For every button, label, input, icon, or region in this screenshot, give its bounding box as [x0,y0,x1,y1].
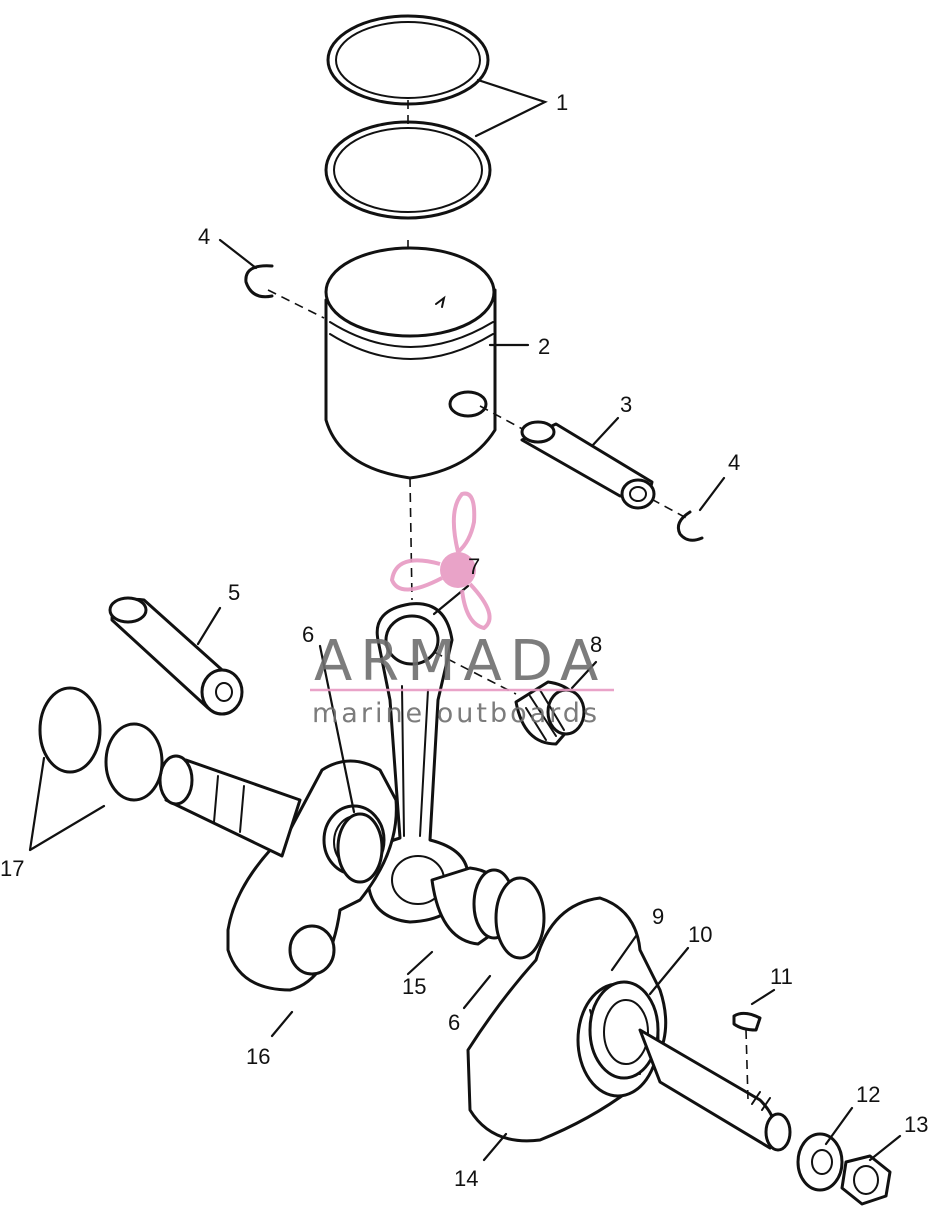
callout-15: 15 [402,974,426,999]
callout-17: 17 [0,856,24,881]
callout-6-upper: 6 [302,622,314,647]
centerline-pin-left [267,289,325,319]
armada-logo: ARMADA marine outboards [310,491,614,729]
centerline-bearing [433,651,517,695]
callout-9: 9 [652,904,664,929]
centerline-key [745,1029,749,1101]
piston-ring-upper [326,14,490,106]
piston-pin [520,420,656,510]
callout-4-right: 4 [728,450,740,475]
callout-1: 1 [556,90,568,115]
piston-ring-lower [324,120,492,220]
callout-13: 13 [904,1112,928,1137]
circlip-left [244,264,274,299]
seal-ring-outer [38,686,102,774]
callout-11: 11 [770,964,793,989]
centerline-rod [409,477,413,601]
callout-7: 7 [468,554,480,579]
callout-labels: 1 2 3 4 4 5 6 7 8 6 9 10 11 12 13 14 15 … [0,90,928,1191]
callout-3: 3 [620,392,632,417]
thrust-washer-upper [336,812,384,884]
hex-nut [840,1154,892,1206]
taper-shaft [638,1028,792,1152]
callout-16: 16 [246,1044,270,1069]
callout-2: 2 [538,334,550,359]
callout-8: 8 [590,632,602,657]
callout-4-left: 4 [198,224,210,249]
woodruff-key [732,1011,762,1032]
lock-washer [796,1132,844,1192]
needle-bearing [433,651,586,746]
callout-10: 10 [688,922,712,947]
callout-6-lower: 6 [448,1010,460,1035]
watermark-tagline: marine outboards [312,698,600,729]
callout-14: 14 [454,1166,478,1191]
circlip-right [676,510,704,542]
callout-5: 5 [228,580,240,605]
watermark-brand: ARMADA [314,629,606,694]
piston [324,246,497,480]
crank-pin [108,596,244,716]
seal-ring-inner [104,722,164,802]
main-bearing [588,980,660,1080]
thrust-washer-lower [494,876,546,960]
callout-12: 12 [856,1082,880,1107]
centerline-pin-right [479,405,691,521]
